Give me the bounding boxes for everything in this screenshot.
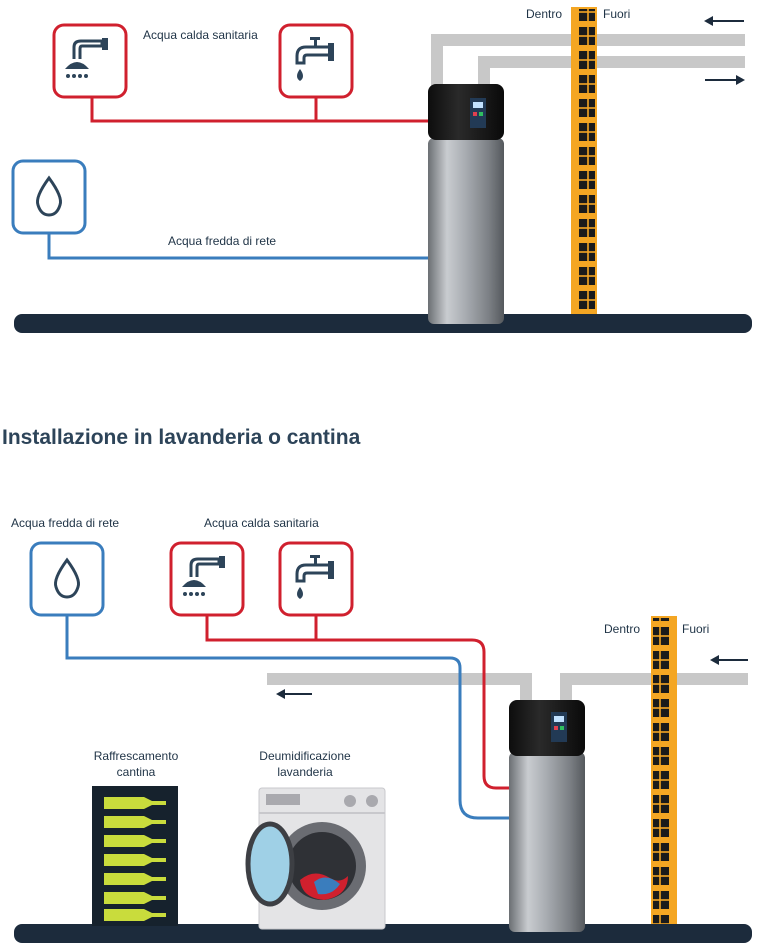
bottom-cold-water-pipe <box>65 616 515 820</box>
bottom-water-drop-icon <box>29 541 105 617</box>
top-floor <box>14 314 752 333</box>
top-cold-water-pipe <box>47 232 430 260</box>
bottom-air-out-arrow <box>276 689 312 699</box>
top-air-ducts <box>431 34 745 88</box>
cellar-cooling-label: Raffrescamento cantina <box>93 749 179 779</box>
top-hot-water-label: Acqua calda sanitaria <box>143 28 258 42</box>
bottom-wall <box>651 616 677 930</box>
top-inside-label: Dentro <box>526 7 563 21</box>
bottom-hot-water-label: Acqua calda sanitaria <box>204 516 319 530</box>
top-faucet-icon <box>278 23 354 99</box>
wine-rack <box>92 786 178 926</box>
section-title: Installazione in lavanderia o cantina <box>2 426 361 449</box>
top-air-out-arrow <box>705 75 745 85</box>
bottom-diagram <box>14 541 752 943</box>
top-outside-label: Fuori <box>603 7 631 21</box>
laundry-dehumidification-label: Deumidificazione lavanderia <box>259 749 351 779</box>
top-hot-water-pipe <box>90 96 430 123</box>
bottom-air-ducts <box>267 673 748 704</box>
top-air-in-arrow <box>704 16 744 26</box>
top-wall <box>571 7 597 321</box>
bottom-outside-label: Fuori <box>682 622 710 636</box>
bottom-inside-label: Dentro <box>604 622 641 636</box>
washing-machine <box>245 787 386 930</box>
bottom-heat-pump <box>509 700 585 932</box>
top-diagram <box>11 7 752 333</box>
top-water-drop-icon <box>11 159 87 235</box>
bottom-hot-water-pipe <box>205 616 515 790</box>
bottom-shower-icon <box>169 541 245 617</box>
top-heat-pump <box>428 84 504 324</box>
top-cold-water-label: Acqua fredda di rete <box>168 234 277 248</box>
bottom-faucet-icon <box>278 541 354 617</box>
bottom-cold-water-label: Acqua fredda di rete <box>11 516 120 530</box>
top-shower-icon <box>52 23 128 99</box>
bottom-air-in-arrow <box>710 655 748 665</box>
